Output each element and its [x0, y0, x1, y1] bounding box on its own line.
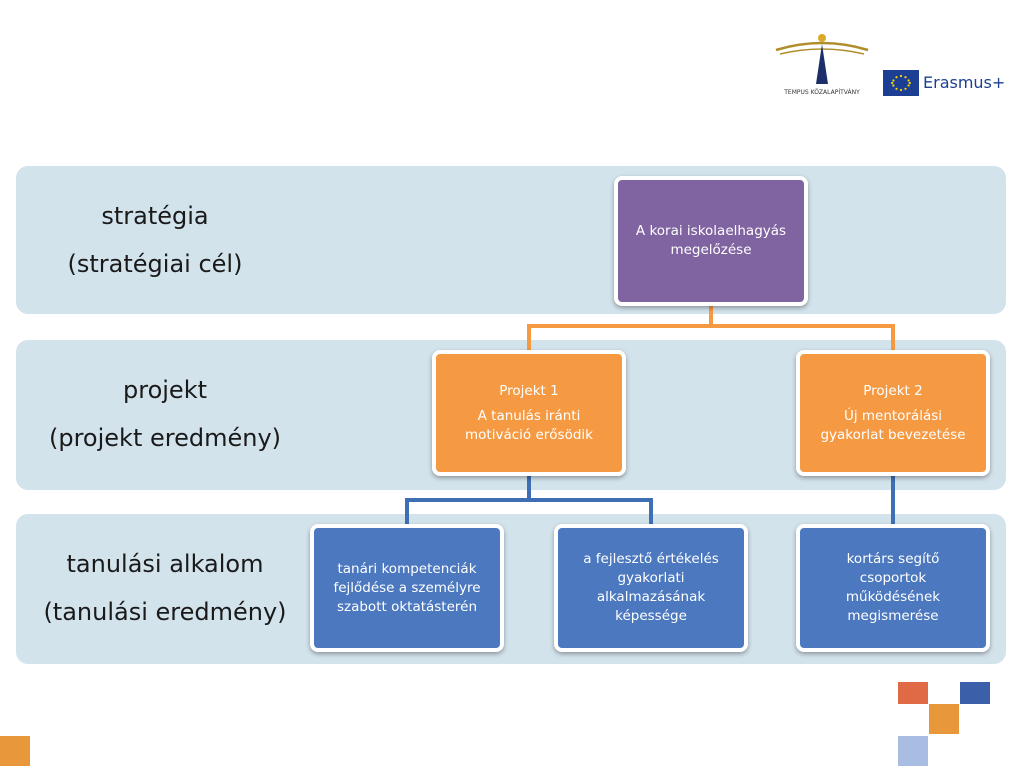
project2-line2: gyakorlat bevezetése — [820, 426, 966, 443]
deco-square-blue — [960, 682, 990, 704]
tempus-logo: TEMPUS KÖZALAPÍTVÁNY — [775, 34, 869, 96]
level-strategy-name: stratégia — [101, 202, 209, 230]
level-learning-result: (tanulási eredmény) — [43, 598, 287, 626]
tempus-logo-text: TEMPUS KÖZALAPÍTVÁNY — [783, 89, 860, 96]
connector-project1-learning — [405, 474, 653, 526]
deco-square-lightblue — [898, 736, 928, 766]
deco-square-orange — [929, 704, 959, 734]
level-project-label: projekt (projekt eredmény) — [30, 366, 300, 462]
level-strategy-result: (stratégiai cél) — [67, 250, 243, 278]
level-project-name: projekt — [123, 376, 207, 404]
learning3-line4: megismerése — [847, 608, 939, 624]
learning1-line3: szabott oktatásterén — [336, 598, 478, 615]
level-project-result: (projekt eredmény) — [48, 424, 282, 452]
learning2-line3: alkalmazásának — [596, 589, 706, 605]
level-learning-label: tanulási alkalom (tanulási eredmény) — [30, 540, 300, 636]
learning2-line1: a fejlesztő értékelés — [583, 551, 719, 567]
project1-node: Projekt 1 A tanulás iránti motiváció erő… — [432, 350, 626, 476]
project2-node: Projekt 2 Új mentorálási gyakorlat bevez… — [796, 350, 990, 476]
learning3-node: kortárs segítő csoportok működésének meg… — [796, 524, 990, 652]
strategy-band — [16, 166, 1006, 314]
level-strategy-label: stratégia (stratégiai cél) — [50, 192, 260, 288]
learning1-node: tanári kompetenciák fejlődése a személyr… — [310, 524, 504, 652]
project1-line2: motiváció erősödik — [465, 426, 593, 443]
project2-line1: Új mentorálási — [843, 407, 943, 424]
learning3-line2: csoportok — [859, 570, 927, 586]
learning1-line1: tanári kompetenciák — [337, 560, 477, 577]
learning3-line3: működésének — [845, 589, 941, 605]
learning2-line2: gyakorlati — [617, 570, 685, 586]
logo-area: TEMPUS KÖZALAPÍTVÁNY Erasmus+ — [770, 28, 1010, 108]
learning2-line4: képessége — [615, 608, 687, 624]
strategy-node-line1: A korai iskolaelhagyás — [635, 223, 787, 239]
project1-line1: A tanulás iránti — [477, 407, 581, 424]
erasmus-logo: Erasmus+ — [883, 70, 1008, 96]
connector-strategy-projects — [527, 304, 895, 352]
strategy-node: A korai iskolaelhagyás megelőzése — [614, 176, 808, 306]
project2-title: Projekt 2 — [863, 382, 923, 399]
strategy-node-line2: megelőzése — [670, 242, 752, 258]
deco-square-bottom-left — [0, 736, 30, 766]
erasmus-label: Erasmus+ — [923, 73, 1006, 92]
learning3-line1: kortárs segítő — [846, 551, 940, 567]
learning2-node: a fejlesztő értékelés gyakorlati alkalma… — [554, 524, 748, 652]
project1-title: Projekt 1 — [499, 382, 559, 399]
deco-square-red — [898, 682, 928, 704]
eu-flag-icon — [883, 70, 919, 96]
level-learning-name: tanulási alkalom — [66, 550, 264, 578]
learning1-line2: fejlődése a személyre — [333, 579, 481, 596]
